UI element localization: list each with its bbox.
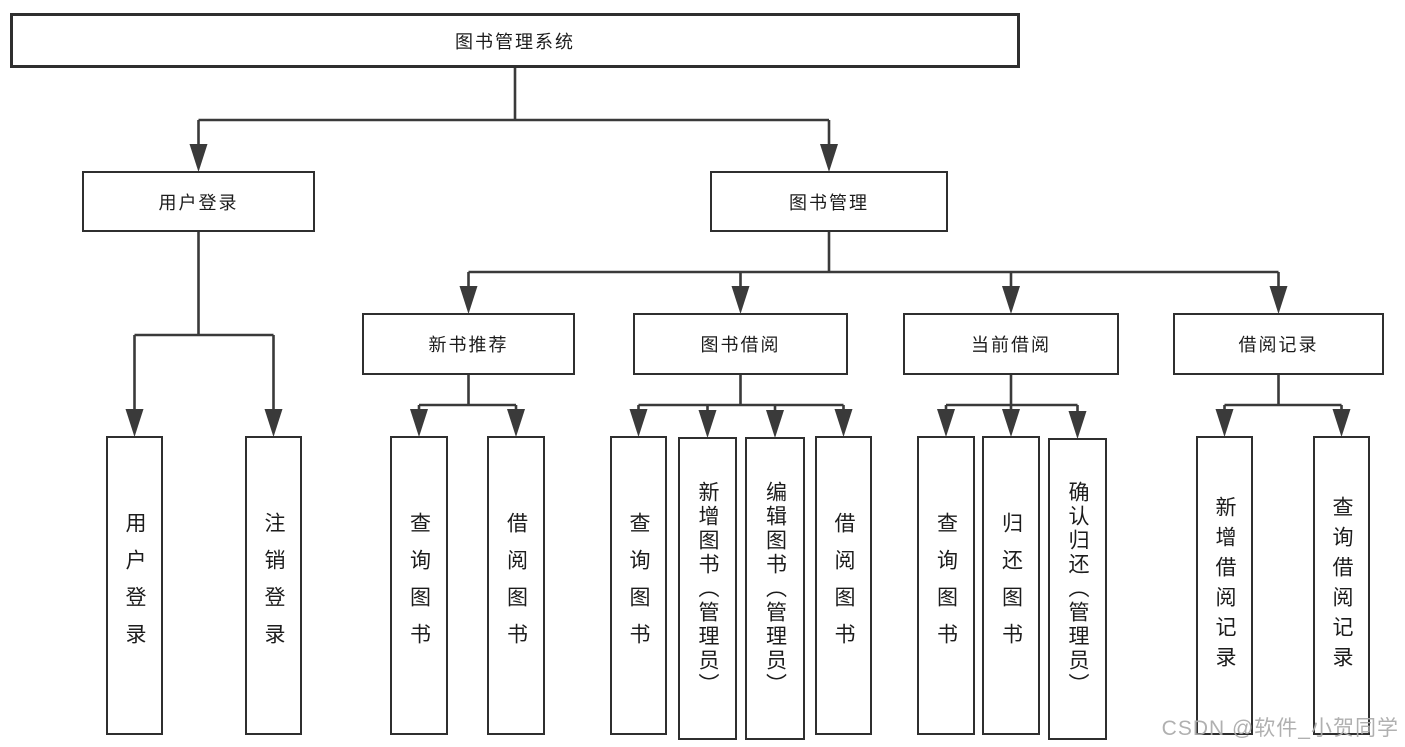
node-label: 当前借阅	[971, 335, 1051, 355]
arrowhead	[1002, 286, 1020, 314]
arrowhead	[731, 286, 750, 314]
node-leaf-borrow-book-bor: 借阅图书	[815, 436, 872, 735]
node-label: 确认归还（管理员）	[1066, 481, 1089, 697]
arrowhead	[507, 409, 525, 437]
node-label: 归还图书	[999, 511, 1023, 660]
node-leaf-return-book: 归还图书	[982, 436, 1040, 735]
arrowhead	[1215, 409, 1234, 437]
node-label: 借阅图书	[832, 511, 855, 660]
node-label: 查询图书	[407, 511, 431, 660]
node-label: 新增借阅记录	[1213, 495, 1236, 676]
node-label: 借阅记录	[1238, 335, 1319, 355]
node-label: 图书管理系统	[455, 31, 575, 52]
node-borrowing-records: 借阅记录	[1173, 313, 1384, 375]
node-book-management: 图书管理	[710, 171, 948, 232]
node-label: 图书借阅	[700, 335, 781, 355]
node-label: 用户登录	[158, 192, 239, 213]
arrowhead	[834, 409, 853, 437]
arrowhead	[1002, 409, 1020, 437]
arrowhead	[1332, 409, 1351, 437]
arrowhead	[1068, 411, 1087, 439]
node-leaf-confirm-return: 确认归还（管理员）	[1048, 438, 1107, 740]
node-leaf-user-login: 用户登录	[106, 436, 163, 735]
node-leaf-query-book-cur: 查询图书	[917, 436, 975, 735]
node-label: 新增图书（管理员）	[696, 480, 719, 697]
watermark: CSDN @软件_小贺同学	[1161, 717, 1399, 740]
arrowhead	[459, 286, 478, 314]
node-leaf-query-book-rec: 查询图书	[390, 436, 448, 735]
node-leaf-query-borrow-record: 查询借阅记录	[1313, 436, 1370, 735]
arrowhead	[125, 409, 144, 437]
node-label: 借阅图书	[504, 511, 528, 660]
node-user-login: 用户登录	[82, 171, 315, 232]
node-leaf-logout: 注销登录	[245, 436, 302, 735]
node-label: 编辑图书（管理员）	[763, 480, 787, 697]
node-label: 注销登录	[262, 511, 285, 660]
node-leaf-edit-book: 编辑图书（管理员）	[745, 437, 805, 740]
arrowhead	[937, 409, 955, 437]
node-book-borrowing: 图书借阅	[633, 313, 848, 375]
node-new-book-recommend: 新书推荐	[362, 313, 575, 375]
node-leaf-borrow-book-rec: 借阅图书	[487, 436, 545, 735]
node-label: 用户登录	[123, 511, 146, 660]
node-label: 查询图书	[934, 511, 958, 660]
arrowhead	[1269, 286, 1288, 314]
arrowhead	[189, 144, 208, 172]
node-root: 图书管理系统	[10, 13, 1020, 68]
node-label: 新书推荐	[428, 335, 509, 355]
node-leaf-add-borrow-record: 新增借阅记录	[1196, 436, 1253, 735]
node-label: 图书管理	[789, 192, 869, 213]
node-leaf-add-book: 新增图书（管理员）	[678, 437, 737, 740]
node-label: 查询图书	[627, 511, 650, 660]
node-label: 查询借阅记录	[1330, 495, 1353, 676]
node-leaf-query-book-bor: 查询图书	[610, 436, 667, 735]
node-current-borrowing: 当前借阅	[903, 313, 1119, 375]
arrowhead	[766, 410, 784, 438]
arrowhead	[410, 409, 428, 437]
arrowhead	[698, 410, 717, 438]
arrowhead	[820, 144, 838, 172]
arrowhead	[264, 409, 283, 437]
arrowhead	[629, 409, 648, 437]
